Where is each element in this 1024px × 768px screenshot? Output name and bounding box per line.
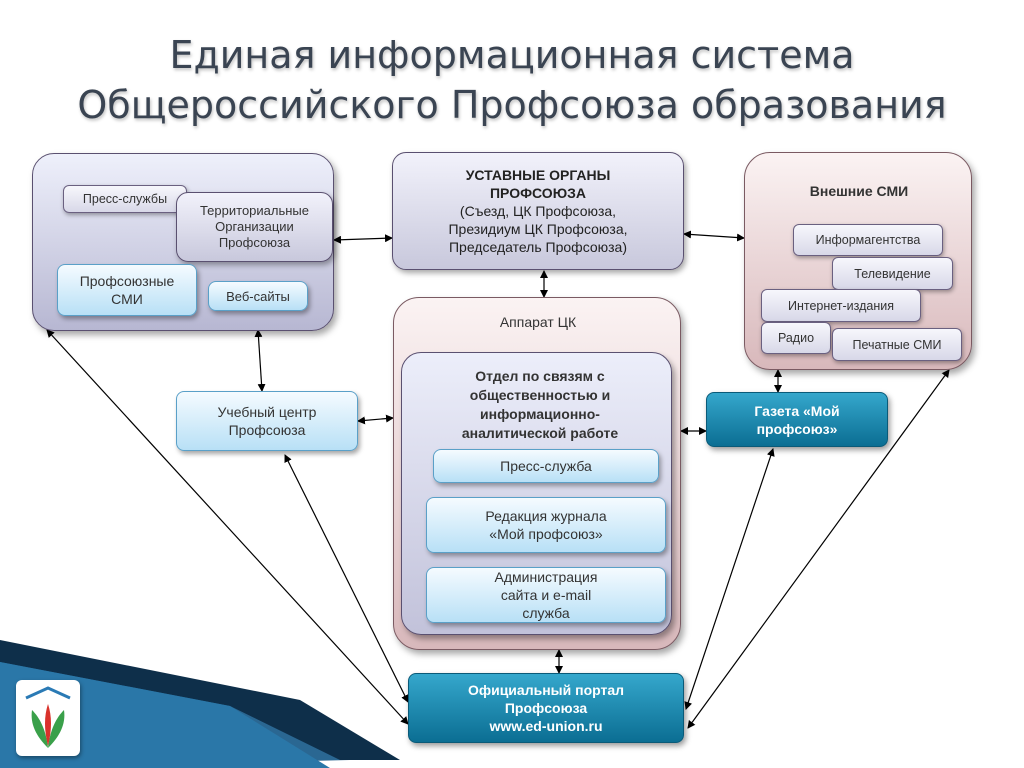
press-service-box: Пресс-служба [433, 449, 659, 483]
union-media-label: Профсоюзные СМИ [79, 273, 175, 307]
training-center-box: Учебный центр Профсоюза [176, 391, 358, 451]
site-admin-label: Администрация сайта и e-mail служба [494, 569, 598, 621]
radio-label: Радио [777, 331, 815, 345]
apparatus-frame: Аппарат ЦК Отдел по связям с общественно… [393, 297, 681, 650]
arrow-external-portal [687, 369, 950, 729]
external-media-heading: Внешние СМИ [809, 183, 909, 199]
newspaper-label: Газета «Мой профсоюз» [754, 402, 840, 437]
portal-line-2: Профсоюза [504, 700, 588, 716]
arrow-statutory-external [683, 230, 745, 242]
journal-editorial-box: Редакция журнала «Мой профсоюз» [426, 497, 666, 553]
statutory-bodies-box: УСТАВНЫЕ ОРГАНЫ ПРОФСОЮЗА (Съезд, ЦК Про… [392, 152, 684, 270]
print-media-box: Печатные СМИ [832, 328, 962, 361]
union-media-box: Профсоюзные СМИ [57, 264, 197, 316]
title-line-1: Единая информационная система [169, 33, 855, 77]
arrow-left-training [254, 329, 266, 392]
territorial-orgs-box: Территориальные Организации Профсоюза [176, 192, 333, 262]
websites-label: Веб-сайты [226, 288, 290, 304]
arrow-left-statutory [333, 234, 393, 244]
websites-box: Веб-сайты [208, 281, 308, 311]
pr-department-frame: Отдел по связям с общественностью и инфо… [401, 352, 672, 635]
internet-media-label: Интернет-издания [787, 298, 895, 313]
statutory-detail: (Съезд, ЦК Профсоюза, Президиум ЦК Профс… [448, 203, 628, 255]
pr-department-label: Отдел по связям с общественностью и инфо… [461, 368, 619, 441]
territorial-orgs-label: Территориальные Организации Профсоюза [199, 203, 310, 250]
internet-media-box: Интернет-издания [761, 289, 921, 322]
arrow-training-apparatus [357, 414, 394, 425]
news-agencies-label: Информагентства [815, 233, 921, 247]
radio-box: Радио [761, 322, 831, 354]
television-label: Телевидение [854, 266, 931, 281]
press-services-label: Пресс-службы [82, 192, 168, 206]
arrow-training-portal [284, 454, 409, 703]
arrow-newspaper-portal [684, 448, 775, 710]
page-title: Единая информационная система Общероссий… [0, 30, 1024, 130]
official-portal-box: Официальный портал Профсоюза www.ed-unio… [408, 673, 684, 743]
arrow-left-portal [46, 329, 409, 725]
portal-line-1: Официальный портал [467, 682, 625, 698]
external-media-frame: Внешние СМИ Информагентства Телевидение … [744, 152, 972, 370]
television-box: Телевидение [832, 257, 953, 290]
portal-url-link[interactable]: www.ed-union.ru [489, 718, 603, 734]
statutory-heading: УСТАВНЫЕ ОРГАНЫ ПРОФСОЮЗА [465, 167, 611, 201]
apparatus-heading: Аппарат ЦК [499, 314, 577, 330]
training-center-label: Учебный центр Профсоюза [217, 404, 317, 438]
newspaper-box: Газета «Мой профсоюз» [706, 392, 888, 447]
logo-emblem-icon [25, 686, 71, 748]
title-line-2: Общероссийского Профсоюза образования [77, 83, 947, 127]
print-media-label: Печатные СМИ [852, 337, 942, 352]
news-agencies-box: Информагентства [793, 224, 943, 256]
site-admin-box: Администрация сайта и e-mail служба [426, 567, 666, 623]
left-group-frame: Пресс-службы Территориальные Организации… [32, 153, 334, 331]
union-logo-icon [16, 680, 80, 756]
journal-editorial-label: Редакция журнала «Мой профсоюз» [485, 508, 607, 542]
press-service-label: Пресс-служба [500, 458, 592, 474]
press-services-box: Пресс-службы [63, 185, 187, 213]
